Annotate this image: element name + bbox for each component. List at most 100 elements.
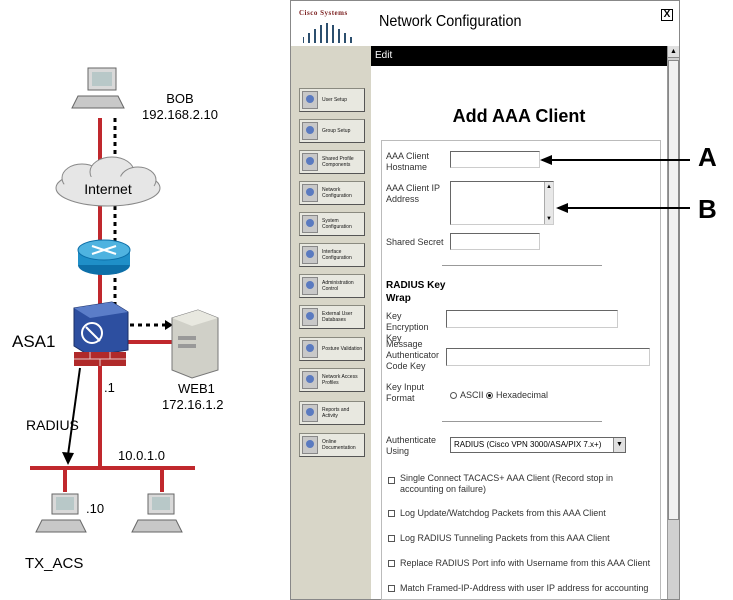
bob-ip-label: 192.168.2.10 xyxy=(142,107,218,122)
web1-ip-label: 172.16.1.2 xyxy=(162,397,224,412)
callout-a-arrowhead xyxy=(540,155,552,165)
pc-tx-acs-icon xyxy=(35,493,87,533)
docs-icon xyxy=(302,436,318,454)
asa-firewall-icon xyxy=(73,301,129,366)
content-scrollbar[interactable]: ▲ xyxy=(667,46,679,599)
scroll-thumb[interactable] xyxy=(668,60,679,520)
nav-posture-validation[interactable]: Posture Validation xyxy=(299,337,365,361)
hostname-input[interactable] xyxy=(450,151,540,168)
admin-icon xyxy=(302,277,318,295)
nav-user-setup[interactable]: User Setup xyxy=(299,88,365,112)
nav-group-setup[interactable]: Group Setup xyxy=(299,119,365,143)
checkbox-log-watchdog-label: Log Update/Watchdog Packets from this AA… xyxy=(400,508,606,518)
asa-inside-label: .1 xyxy=(104,380,115,395)
reports-icon xyxy=(302,404,318,422)
network-icon xyxy=(302,184,318,202)
callout-b-label: B xyxy=(698,194,717,224)
client-ip-scrollbar[interactable]: ▲ ▼ xyxy=(544,182,553,224)
section-divider xyxy=(442,421,602,422)
nav-external-user-databases[interactable]: External User Databases xyxy=(299,305,365,329)
cisco-logo-text: Cisco Systems xyxy=(299,9,348,17)
internet-cloud-icon xyxy=(55,156,161,207)
callout-a-label: A xyxy=(698,142,717,172)
chevron-down-icon[interactable]: ▼ xyxy=(613,438,625,452)
radius-arrowhead xyxy=(62,452,74,465)
authenticate-label: Authenticate Using xyxy=(386,435,437,456)
kek-input[interactable] xyxy=(446,310,618,328)
internet-label: Internet xyxy=(84,181,132,197)
nav-network-configuration[interactable]: Network Configuration xyxy=(299,181,365,205)
edit-label: Edit xyxy=(375,50,393,61)
nav-system-configuration[interactable]: System Configuration xyxy=(299,212,365,236)
client-ip-textarea[interactable]: ▲ ▼ xyxy=(450,181,554,225)
acs-header: Cisco Systems Network Configuration X xyxy=(291,1,679,57)
format-ascii-radio[interactable] xyxy=(450,392,457,399)
edit-content: Add AAA Client AAA Client Hostname AAA C… xyxy=(371,66,667,600)
scroll-up-icon[interactable]: ▲ xyxy=(546,184,552,190)
format-ascii-label: ASCII xyxy=(460,390,484,400)
shared-secret-label: Shared Secret xyxy=(386,237,444,247)
edit-frame-header: Edit xyxy=(371,46,667,66)
pc-bob-icon xyxy=(71,67,125,109)
cisco-bridge-icon xyxy=(303,23,352,43)
format-hex-label: Hexadecimal xyxy=(496,390,549,400)
router-icon xyxy=(77,239,131,275)
checkbox-match-framed-ip-label: Match Framed-IP-Address with user IP add… xyxy=(400,583,649,593)
radius-arrow-line xyxy=(67,367,81,456)
window-title: Network Configuration xyxy=(379,13,522,30)
checkbox-log-tunneling[interactable] xyxy=(388,535,395,542)
checkbox-single-connect-label: Single Connect TACACS+ AAA Client (Recor… xyxy=(400,473,614,494)
authenticate-select-value: RADIUS (Cisco VPN 3000/ASA/PIX 7.x+) xyxy=(454,440,602,449)
nav-network-access-profiles[interactable]: Network Access Profiles xyxy=(299,368,365,392)
database-icon xyxy=(302,308,318,326)
checkbox-replace-port-label: Replace RADIUS Port info with Username f… xyxy=(400,558,651,568)
user-icon xyxy=(302,91,318,109)
checkbox-single-connect[interactable] xyxy=(388,477,395,484)
group-icon xyxy=(302,122,318,140)
hostname-label: AAA Client Hostname xyxy=(386,151,430,172)
left-nav: User Setup Group Setup Shared Profile Co… xyxy=(291,46,371,599)
kek-label: Key Encryption Key xyxy=(386,311,429,343)
scroll-up-button[interactable]: ▲ xyxy=(668,46,679,58)
nav-administration-control[interactable]: Administration Control xyxy=(299,274,365,298)
mack-input[interactable] xyxy=(446,348,650,366)
web1-name-label: WEB1 xyxy=(178,381,215,396)
authenticate-select[interactable]: RADIUS (Cisco VPN 3000/ASA/PIX 7.x+) ▼ xyxy=(450,437,626,453)
asa-name-label: ASA1 xyxy=(12,332,56,351)
nav-shared-profile[interactable]: Shared Profile Components xyxy=(299,150,365,174)
scroll-down-icon[interactable]: ▼ xyxy=(546,216,552,222)
format-hex-radio[interactable] xyxy=(486,392,493,399)
add-aaa-client-form: AAA Client Hostname AAA Client IP Addres… xyxy=(381,140,661,600)
system-icon xyxy=(302,215,318,233)
mack-label: Message Authenticator Code Key xyxy=(386,339,440,371)
acs-window: Cisco Systems Network Configuration X Us… xyxy=(290,0,680,600)
key-format-label: Key Input Format xyxy=(386,382,425,403)
diagram-canvas xyxy=(30,67,219,533)
bob-name-label: BOB xyxy=(166,91,194,106)
nav-reports-and-activity[interactable]: Reports and Activity xyxy=(299,401,365,425)
server-web1-icon xyxy=(171,309,219,379)
checkbox-log-watchdog[interactable] xyxy=(388,510,395,517)
acs-name-label: TX_ACS xyxy=(25,555,84,572)
radius-label: RADIUS xyxy=(26,417,79,433)
checkbox-log-tunneling-label: Log RADIUS Tunneling Packets from this A… xyxy=(400,533,610,543)
arrowhead-web1 xyxy=(165,320,173,330)
callout-b-arrowhead xyxy=(556,203,568,213)
shared-secret-input[interactable] xyxy=(450,233,540,250)
checkbox-match-framed-ip[interactable] xyxy=(388,585,395,592)
shared-profile-icon xyxy=(302,153,318,171)
section-divider xyxy=(442,265,602,266)
nav-interface-configuration[interactable]: Interface Configuration xyxy=(299,243,365,267)
nav-online-documentation[interactable]: Online Documentation xyxy=(299,433,365,457)
nap-icon xyxy=(302,371,318,389)
client-ip-label: AAA Client IP Address xyxy=(386,183,440,204)
pc-lan-host-icon xyxy=(131,493,183,533)
callout-arrows xyxy=(540,155,690,213)
network-diagram: BOB 192.168.2.10 Internet ASA1 .1 WEB1 1… xyxy=(0,0,290,600)
acs-host-label: .10 xyxy=(86,501,105,516)
checkbox-replace-port[interactable] xyxy=(388,560,395,567)
posture-icon xyxy=(302,340,318,358)
page-title: Add AAA Client xyxy=(452,106,586,126)
close-button[interactable]: X xyxy=(661,9,673,21)
interface-icon xyxy=(302,246,318,264)
